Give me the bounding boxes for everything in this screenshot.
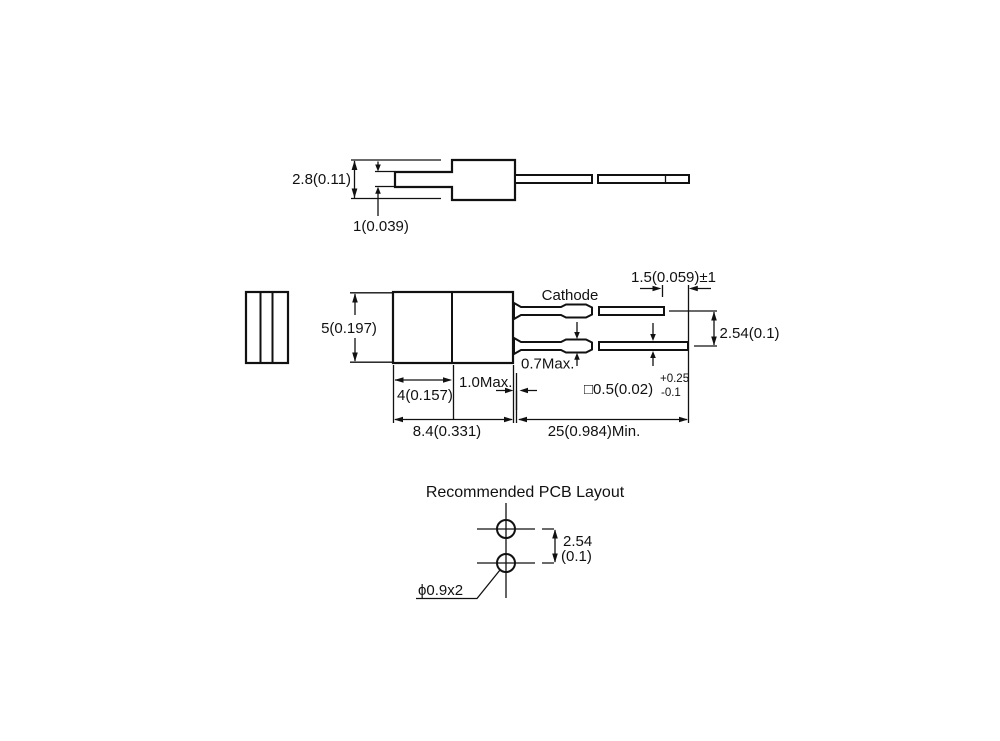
arrow-right-icon <box>505 387 514 394</box>
arrow-down-icon <box>375 164 381 172</box>
pcb-layout: Recommended PCB Layout 2.54 (0.1) ϕ0.9x2 <box>416 484 625 600</box>
tab-thickness-label: 1(0.039) <box>353 218 409 235</box>
body-length-label: 8.4(0.331) <box>413 423 481 440</box>
standoff-height-label: 0.7Max. <box>521 356 574 373</box>
cathode-lead-segment2 <box>598 306 665 316</box>
cathode-label: Cathode <box>542 287 599 304</box>
led-end-view <box>244 290 290 365</box>
lead-pitch-dimension <box>669 310 717 347</box>
pcb-layout-title: Recommended PCB Layout <box>426 484 625 501</box>
arrow-up-icon <box>351 160 358 170</box>
arrow-down-icon <box>650 334 656 341</box>
hole-pitch-mm-label: 2.54 <box>563 533 592 550</box>
arrow-left-icon <box>394 377 404 383</box>
arrow-up-icon <box>352 293 358 303</box>
lead-side-segment1 <box>514 174 593 184</box>
anode-lead-segment1 <box>513 336 593 356</box>
height-extension-lines <box>351 159 441 200</box>
tab-dimension-lines <box>375 161 394 216</box>
end-view-tab-lines <box>259 292 274 363</box>
lens-length-dimension <box>395 365 455 419</box>
lead-pitch-label: 2.54(0.1) <box>720 325 780 342</box>
hole-pitch-inch-label: (0.1) <box>561 548 592 565</box>
lead-section-tolerance-plus: +0.25 <box>660 373 689 385</box>
lead-section-tolerance-minus: -0.1 <box>661 387 681 399</box>
side-view: 2.8(0.11) 1(0.039) <box>292 158 690 235</box>
arrow-down-icon <box>574 332 580 339</box>
lead-tip-offset-label: 1.5(0.059)±1 <box>631 269 716 286</box>
cathode-lead-segment1 <box>513 301 593 321</box>
hole-size-leader-line <box>416 569 501 600</box>
arrow-left-icon <box>688 285 698 292</box>
arrow-up-icon <box>711 311 717 321</box>
arrow-right-icon <box>652 285 662 292</box>
arrow-up-icon <box>375 186 381 194</box>
arrow-right-icon <box>679 416 688 423</box>
front-view: 5(0.197) Cathode 1.5(0.059)±1 2.54(0.1) … <box>244 269 780 440</box>
standoff-length-label: 1.0Max. <box>459 374 512 391</box>
lead-tip-offset-dimension <box>640 285 711 423</box>
hole-pitch-dimension <box>542 528 556 564</box>
lead-section-label: □0.5(0.02) <box>584 381 653 398</box>
arrow-left-icon <box>394 416 403 423</box>
lens-length-label: 4(0.157) <box>397 387 453 404</box>
body-height-label: 5(0.197) <box>321 320 377 337</box>
side-height-label: 2.8(0.11) <box>292 171 351 188</box>
led-body-side-profile <box>393 158 517 202</box>
lead-length-label: 25(0.984)Min. <box>548 423 641 440</box>
arrow-down-icon <box>711 336 717 346</box>
arrow-left-icon <box>519 387 528 394</box>
arrow-right-icon <box>443 377 452 383</box>
arrow-up-icon <box>574 352 580 360</box>
body-height-dimension <box>350 292 392 363</box>
hole-crosshair-lines <box>477 503 535 598</box>
arrow-left-icon <box>518 416 527 423</box>
bottom-extension-lines <box>392 365 518 423</box>
lead-side-segment2 <box>597 174 690 184</box>
hole-size-label: ϕ0.9x2 <box>418 582 463 599</box>
arrow-down-icon <box>352 352 358 362</box>
anode-lead-segment2 <box>598 341 689 351</box>
arrow-up-icon <box>552 529 558 539</box>
arrow-up-icon <box>650 351 656 358</box>
arrow-down-icon <box>351 188 358 198</box>
arrow-right-icon <box>504 416 513 423</box>
arrow-down-icon <box>552 553 558 563</box>
